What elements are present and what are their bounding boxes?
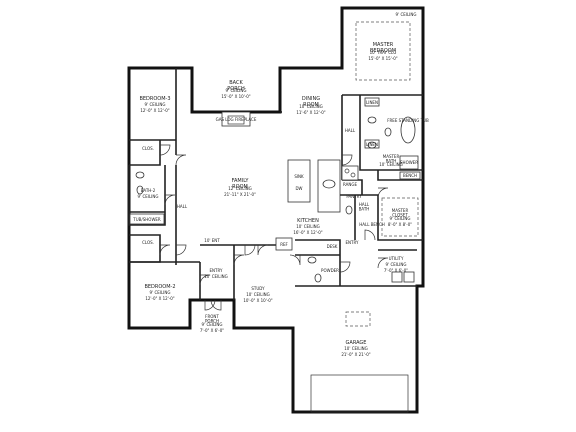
garage-storage [345, 311, 371, 327]
study-label: STUDY [251, 286, 265, 291]
bedroom-3-label: BEDROOM-3 [139, 96, 170, 102]
tub-shower-icon [129, 213, 165, 225]
bedroom-2-label: BEDROOM-2 [144, 284, 175, 290]
svg-text:9' CEILING: 9' CEILING [202, 322, 223, 327]
svg-text:10' CEILING: 10' CEILING [379, 162, 402, 167]
tray-ceiling-master [355, 21, 411, 81]
toilet-icon [345, 205, 353, 215]
fireplace-icon [221, 111, 251, 127]
hall-bench-label: HALL BENCH [359, 222, 385, 227]
fireplace-label: GAS LOG FIREPLACE [216, 117, 257, 122]
svg-text:9' CEILING: 9' CEILING [390, 216, 411, 221]
sink-label: SINK [294, 174, 304, 179]
svg-text:21'-0" X 21'-0": 21'-0" X 21'-0" [341, 352, 370, 357]
svg-text:9' CEILING: 9' CEILING [138, 194, 159, 199]
svg-text:9' CEILING: 9' CEILING [150, 290, 171, 295]
svg-text:9' CEILING: 9' CEILING [386, 262, 407, 267]
garage-label: GARAGE [346, 340, 367, 346]
svg-text:10' CEILING: 10' CEILING [299, 104, 322, 109]
svg-text:7'-0" X 6'-0": 7'-0" X 6'-0" [200, 328, 224, 333]
shower-label: SHOWER [400, 160, 418, 165]
dishwasher-label: DW [295, 186, 302, 191]
sink-icon [307, 256, 317, 264]
dryer-icon [403, 271, 415, 283]
closet-upper-label: CLOS. [142, 146, 154, 151]
toilet-icon [384, 127, 392, 137]
header-note: 10' ENT [204, 238, 220, 243]
entry-front-label: ENTRY [210, 268, 223, 273]
linen-cabinet-1 [364, 97, 380, 107]
range-label: RANGE [343, 182, 357, 187]
refrigerator-label: REF [280, 242, 288, 247]
svg-text:10'-0" X 10'-0": 10'-0" X 10'-0" [243, 298, 272, 303]
svg-text:10' CEILING: 10' CEILING [246, 292, 269, 297]
utility-label: UTILITY [389, 256, 404, 261]
pantry-label: PANTRY [346, 194, 362, 199]
svg-text:10' CEILING: 10' CEILING [344, 346, 367, 351]
freestanding-tub-icon [400, 116, 416, 144]
entry-garage-label: ENTRY [346, 240, 359, 245]
fixtures [129, 21, 421, 413]
linen-2-label: LINEN [366, 142, 378, 147]
sink-icon [367, 141, 377, 149]
svg-text:11'-6" X 12'-0": 11'-6" X 12'-0" [296, 110, 325, 115]
linen-1-label: LINEN [366, 100, 378, 105]
svg-text:12'-0" X 12'-0": 12'-0" X 12'-0" [140, 108, 169, 113]
desk-label: DESK [327, 244, 338, 249]
hall-left-label: HALL [177, 204, 188, 209]
shower-icon [399, 155, 419, 170]
washer-icon [391, 271, 403, 283]
svg-text:15'-0" X 15'-0": 15'-0" X 15'-0" [368, 56, 397, 61]
closet-lower-label: CLOS. [142, 240, 154, 245]
sink-icon [135, 171, 145, 179]
kitchen-island [287, 159, 311, 203]
tub-shower-label: TUB/SHOWER [132, 217, 161, 222]
svg-text:15'-0" X 10'-0": 15'-0" X 10'-0" [221, 94, 250, 99]
toilet-icon [314, 273, 322, 283]
svg-text:10' TRAY CLG: 10' TRAY CLG [370, 50, 397, 55]
garage-door [310, 374, 409, 413]
sink-icon [322, 179, 336, 189]
refrigerator-icon [275, 237, 293, 251]
toilet-icon [136, 185, 144, 195]
bench-icon [399, 171, 421, 180]
svg-text:12'-0" X 12'-0": 12'-0" X 12'-0" [145, 296, 174, 301]
svg-text:10' CEILING: 10' CEILING [296, 224, 319, 229]
svg-text:12' CEILING: 12' CEILING [228, 186, 251, 191]
freestanding-tub-label: FREE STANDING TUB [387, 118, 429, 123]
kitchen-label: KITCHEN [297, 218, 319, 224]
svg-text:9' CEILING: 9' CEILING [226, 88, 247, 93]
bench-label: BENCH [403, 173, 417, 178]
svg-text:7'-0" X 6'-0": 7'-0" X 6'-0" [384, 268, 408, 273]
doors [159, 144, 389, 311]
powder-label: POWDER [321, 268, 339, 273]
hall-right-label: HALL [345, 128, 356, 133]
svg-text:16'-0" X 12'-0": 16'-0" X 12'-0" [293, 230, 322, 235]
svg-text:8'-0" X 8'-0": 8'-0" X 8'-0" [388, 222, 412, 227]
svg-text:21'-11" X 21'-0": 21'-11" X 21'-0" [224, 192, 256, 197]
exterior-wall [127, 6, 425, 414]
svg-text:9' CEILING: 9' CEILING [145, 102, 166, 107]
ceiling-note: 9' CEILING [396, 12, 417, 17]
fixture-labels: GAS LOG FIREPLACE TUB/SHOWER LINEN LINEN… [132, 12, 429, 249]
sink-icon [367, 116, 377, 124]
bath-2-label: BATH-2 [141, 188, 156, 193]
svg-text:10' CEILING: 10' CEILING [204, 274, 227, 279]
range-icon [341, 165, 359, 181]
